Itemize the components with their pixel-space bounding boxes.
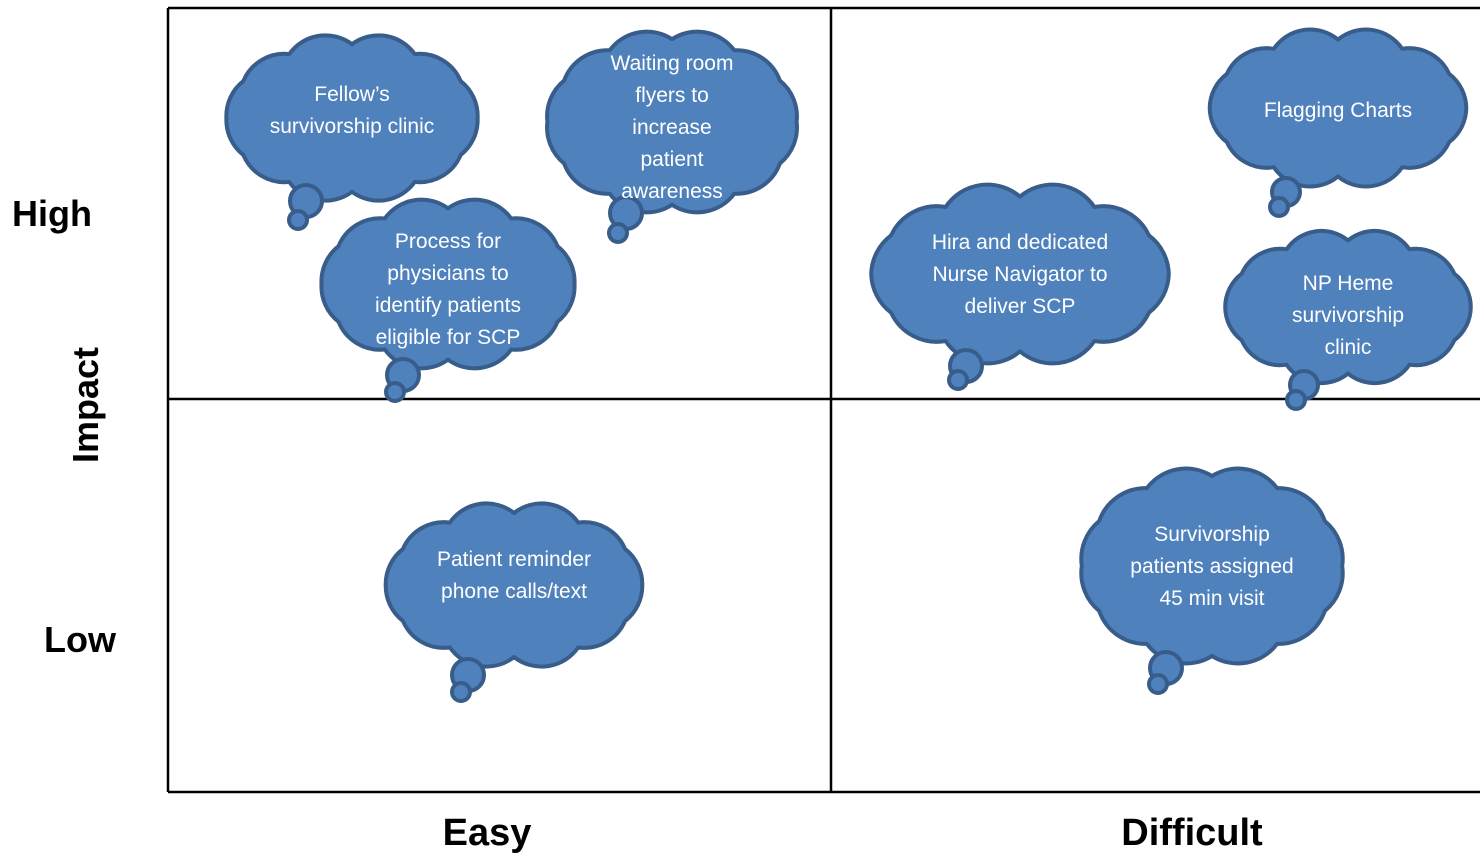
cloud-text-line: identify patients (375, 294, 521, 317)
thought-cloud-fellows: Fellow’s survivorship clinic (224, 33, 480, 231)
cloud-text-line: survivorship clinic (270, 115, 435, 138)
cloud-tail-bubble (1285, 389, 1307, 411)
cloud-text-line: Survivorship (1154, 523, 1270, 546)
cloud-text-line: 45 min visit (1159, 587, 1264, 610)
cloud-tail-bubble (1268, 196, 1290, 218)
cloud-text-line: Waiting room (611, 52, 734, 75)
cloud-text-line: Hira and dedicated (932, 231, 1108, 254)
cloud-text-line: Process for (395, 230, 501, 253)
x-label-difficult: Difficult (1121, 812, 1263, 853)
cloud-tail-bubble (384, 381, 406, 403)
thought-cloud-np-heme: NP Heme survivorship clinic (1223, 228, 1473, 411)
y-label-low: Low (44, 619, 117, 660)
cloud-text-line: Nurse Navigator to (932, 263, 1107, 286)
cloud-shape (869, 182, 1171, 366)
thought-cloud-reminder: Patient reminder phone calls/text (383, 501, 645, 703)
cloud-shape (319, 197, 577, 371)
cloud-text-line: physicians to (387, 262, 508, 285)
cloud-text-line: phone calls/text (441, 580, 587, 603)
cloud-tail-bubble (607, 222, 629, 244)
cloud-text-line: increase (632, 116, 711, 139)
cloud-shape (1207, 27, 1469, 189)
cloud-shape (383, 501, 645, 669)
thought-cloud-process: Process for physicians to identify patient… (319, 197, 577, 403)
y-label-high: High (12, 193, 92, 234)
cloud-shape (545, 29, 799, 215)
cloud-text-line: NP Heme (1303, 272, 1394, 295)
cloud-text-line: deliver SCP (965, 295, 1076, 318)
cloud-tail-bubble (287, 209, 309, 231)
cloud-text-line: flyers to (635, 84, 709, 107)
y-axis-title: Impact (65, 347, 106, 463)
cloud-text-line: patients assigned (1130, 555, 1293, 578)
thought-cloud-waiting-room: Waiting room flyers to increase patient awar… (545, 29, 799, 244)
cloud-text-line: awareness (621, 180, 723, 203)
x-label-easy: Easy (443, 812, 532, 853)
thought-clouds: Fellow’s survivorship clinic Waiting room f… (224, 27, 1473, 703)
cloud-tail-bubble (450, 681, 472, 703)
cloud-text-line: survivorship (1292, 304, 1404, 327)
cloud-text-line: clinic (1325, 336, 1372, 359)
cloud-text-line: Patient reminder (437, 548, 591, 571)
cloud-shape (1223, 228, 1473, 386)
cloud-shape (224, 33, 480, 203)
cloud-text-line: eligible for SCP (376, 326, 521, 349)
cloud-text-line: patient (640, 148, 703, 171)
cloud-text-line: Flagging Charts (1264, 99, 1412, 122)
cloud-shape (1079, 466, 1345, 666)
cloud-text-line: Fellow’s (314, 83, 389, 106)
thought-cloud-survivorship-45: Survivorship patients assigned 45 min visi… (1079, 466, 1345, 695)
cloud-tail-bubble (1147, 673, 1169, 695)
thought-cloud-flagging: Flagging Charts (1207, 27, 1469, 218)
cloud-tail-bubble (947, 369, 969, 391)
